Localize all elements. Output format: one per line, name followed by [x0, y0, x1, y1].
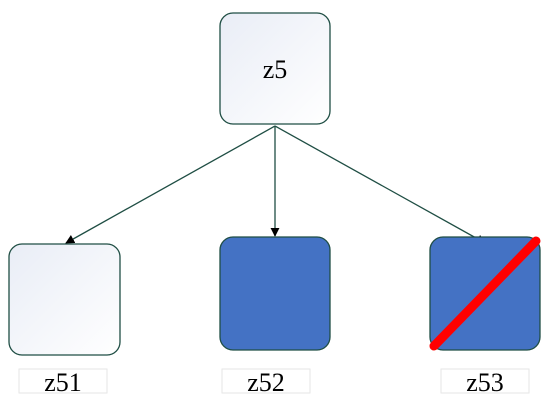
edge-z5-z53	[274, 125, 486, 244]
caption-z53-frame	[440, 368, 530, 394]
caption-z53: z53	[440, 368, 530, 397]
node-z51-box	[8, 243, 121, 356]
node-z52[interactable]	[219, 236, 331, 351]
strike-through-mark	[429, 236, 541, 351]
caption-z52: z52	[221, 368, 311, 397]
caption-z53-label: z53	[466, 368, 504, 397]
node-z51[interactable]	[8, 243, 121, 356]
node-z53[interactable]	[429, 236, 541, 351]
caption-z51-label: z51	[44, 368, 82, 397]
node-z52-box	[219, 236, 331, 351]
edge-z5-z51	[65, 125, 276, 244]
caption-z51-frame	[18, 368, 108, 394]
node-z5-box	[219, 12, 331, 125]
caption-z52-label: z52	[247, 368, 285, 397]
node-z5-label: z5	[263, 55, 288, 84]
node-z5[interactable]: z5	[219, 12, 331, 125]
caption-z51: z51	[18, 368, 108, 397]
caption-z52-frame	[221, 368, 311, 394]
